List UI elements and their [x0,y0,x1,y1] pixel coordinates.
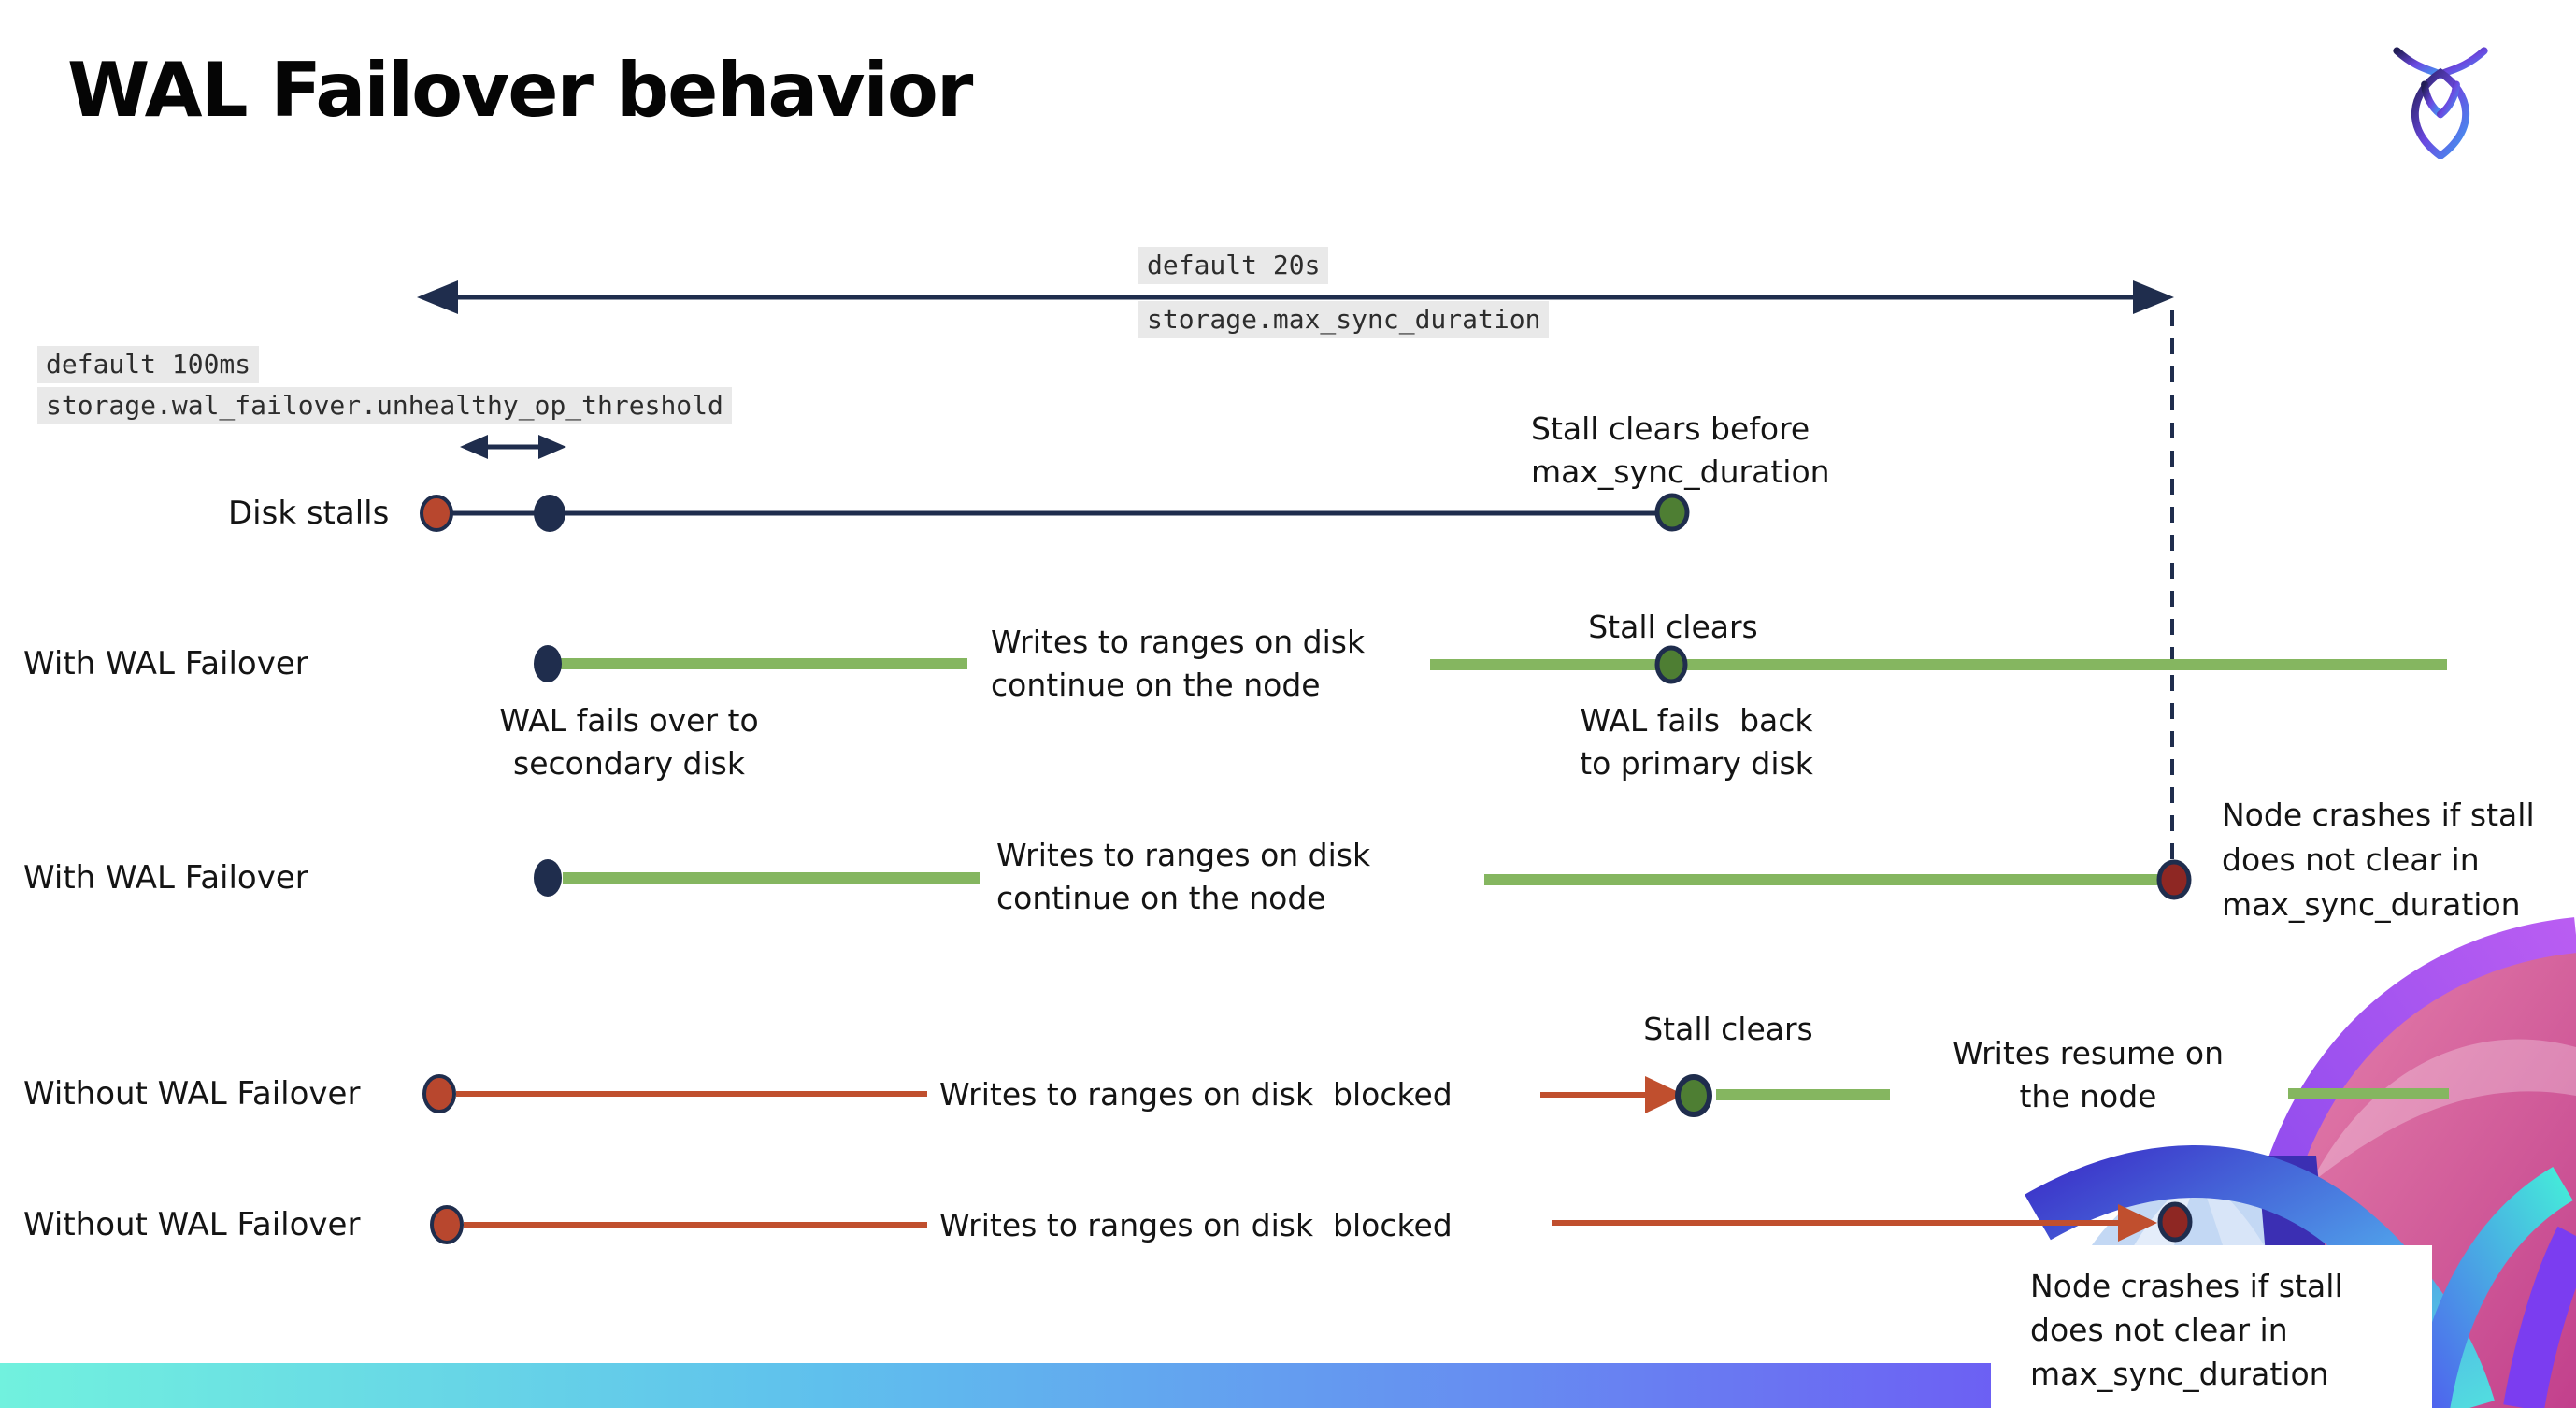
annotation-writes-resume: Writes resume on the node [1952,1035,2225,1114]
annotation-wal-fails-back: WAL fails back to primary disk [1580,702,1813,782]
annotation-wal-fails-over: WAL fails over to secondary disk [499,702,759,782]
max-sync-duration-default-label: default 20s [1138,247,1329,284]
row-label-with-wal-failover-1: With WAL Failover [23,645,308,682]
stall-clears-dot-row4 [1675,1074,1712,1117]
annotation-writes-continue-row3: Writes to ranges on disk continue on the… [996,837,1371,916]
unhealthy-op-threshold-default-label: default 100ms [37,346,260,383]
annotation-writes-continue-row2: Writes to ranges on disk continue on the… [991,624,1366,703]
row-with-wal-failover-1-timeline [534,645,2447,684]
wal-failover-dot [534,645,562,682]
unhealthy-op-threshold-setting-label: storage.wal_failover.unhealthy_op_thresh… [37,387,732,424]
stall-clears-before-dot [1654,493,1690,532]
row-with-wal-failover-2-timeline [534,859,2192,900]
unhealthy-op-threshold-span-arrow [460,435,566,459]
node-crash-note-box: Node crashes if stall does not clear in … [1991,1245,2432,1408]
annotation-writes-blocked-row4: Writes to ranges on disk blocked [939,1076,1453,1113]
disk-stall-start-dot [420,495,453,532]
brand-artwork-illustration [2025,917,2576,1408]
row-label-with-wal-failover-2: With WAL Failover [23,859,308,897]
annotation-stall-clears-row4: Stall clears [1643,1011,1813,1047]
stall-clears-dot-row2 [1654,645,1688,684]
threshold-reached-dot [534,495,565,532]
annotation-stall-clears-before: Stall clears before max_sync_duration [1531,410,1830,490]
row-label-without-wal-failover-2: Without WAL Failover [23,1206,361,1243]
cockroachdb-logo-icon [2393,47,2488,159]
disk-stall-dot-row5 [430,1205,464,1244]
annotation-writes-blocked-row5: Writes to ranges on disk blocked [939,1207,1453,1243]
annotation-node-crashes-row3: Node crashes if stall does not clear in … [2222,797,2535,923]
node-crash-dot-row5 [2157,1201,2193,1243]
row-without-wal-failover-1-timeline [422,1074,2449,1117]
max-sync-duration-setting-label: storage.max_sync_duration [1138,301,1550,338]
node-crash-dot-row3 [2156,859,2192,900]
row-disk-stalls-timeline [420,493,1690,532]
row-label-without-wal-failover-1: Without WAL Failover [23,1075,361,1113]
page-title: WAL Failover behavior [67,47,973,134]
annotation-stall-clears-row2: Stall clears [1588,609,1758,645]
max-sync-duration-span-arrow [417,280,2174,314]
row-label-disk-stalls: Disk stalls [228,495,390,532]
row-without-wal-failover-2-timeline [430,1201,2193,1244]
wal-failover-dot-2 [534,859,562,897]
disk-stall-dot-row4 [422,1074,456,1113]
